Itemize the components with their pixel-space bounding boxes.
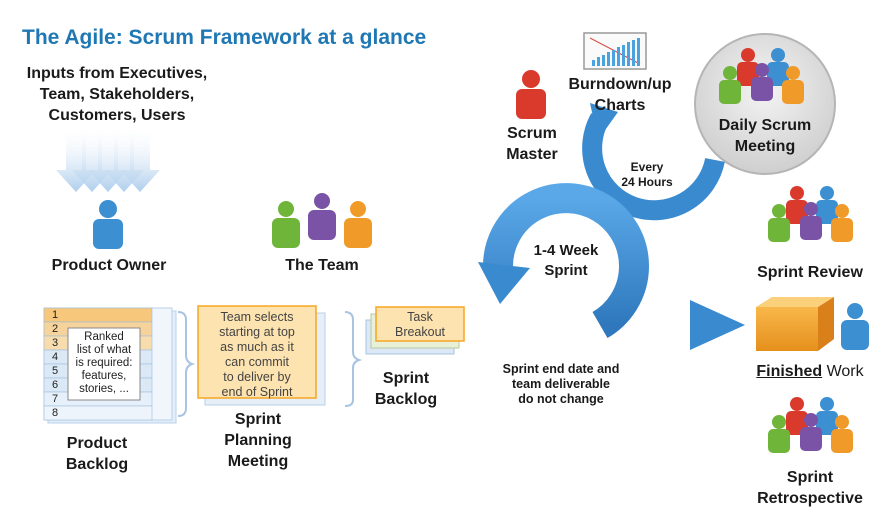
backlog-item-number: 5 — [52, 365, 59, 377]
backlog-item-number: 8 — [52, 407, 59, 419]
daily-scrum-circle — [694, 33, 836, 175]
sprint-planning-label: Sprint Planning Meeting — [224, 411, 292, 470]
task-breakout-card: Task Breakout — [394, 310, 446, 339]
backlog-item-number: 3 — [52, 337, 59, 349]
sprint-constraint-note: Sprint end date and team deliverable do … — [502, 362, 620, 406]
product-backlog-label: Product Backlog — [65, 435, 129, 473]
sprint-backlog-cards — [365, 306, 465, 355]
scrum-master-label: Scrum Master — [506, 125, 558, 163]
backlog-item-number: 7 — [52, 393, 59, 405]
inputs-label: Inputs from Executives, Team, Stakeholde… — [26, 65, 208, 124]
sprint-duration-label: 1-4 Week Sprint — [533, 242, 599, 279]
sprint-loop-arrow — [462, 183, 745, 350]
burndown-chart-icon — [583, 32, 647, 70]
finished-work-box-icon — [756, 297, 834, 351]
burndown-label: Burndown/up Charts — [568, 76, 672, 114]
sprint-planning-note: Team selects starting at top as much as … — [219, 310, 295, 399]
finished-work-label: Finished Work — [756, 363, 864, 380]
scrum-master-person-icon — [516, 70, 546, 119]
product-owner-label: Product Owner — [51, 257, 167, 274]
inputs-arrows-icon — [56, 130, 160, 192]
sprint-retrospective-label: Sprint Retrospective — [757, 469, 863, 507]
daily-scrum-label: Daily Scrum Meeting — [718, 117, 812, 155]
product-backlog-stack — [43, 307, 196, 424]
backlog-item-number: 6 — [52, 379, 59, 391]
finished-work-person-icon — [841, 303, 869, 350]
product-backlog-note: Ranked list of what is required: feature… — [75, 331, 133, 395]
backlog-item-number: 2 — [52, 323, 59, 335]
sprint-retro-people-icon — [768, 397, 853, 453]
backlog-item-number: 4 — [52, 351, 59, 363]
team-people-icon — [272, 193, 372, 248]
sprint-review-label: Sprint Review — [757, 264, 863, 281]
diagram-title: The Agile: Scrum Framework at a glance — [22, 26, 427, 49]
the-team-label: The Team — [285, 257, 359, 274]
sprint-backlog-label: Sprint Backlog — [374, 370, 438, 408]
sprint-review-people-icon — [768, 186, 853, 242]
product-owner-person-icon — [93, 200, 123, 249]
daily-loop-arrow — [582, 103, 725, 221]
sprint-planning-box — [197, 305, 363, 407]
backlog-item-number: 1 — [52, 309, 59, 321]
every-24-hours-label: Every 24 Hours — [621, 160, 673, 189]
